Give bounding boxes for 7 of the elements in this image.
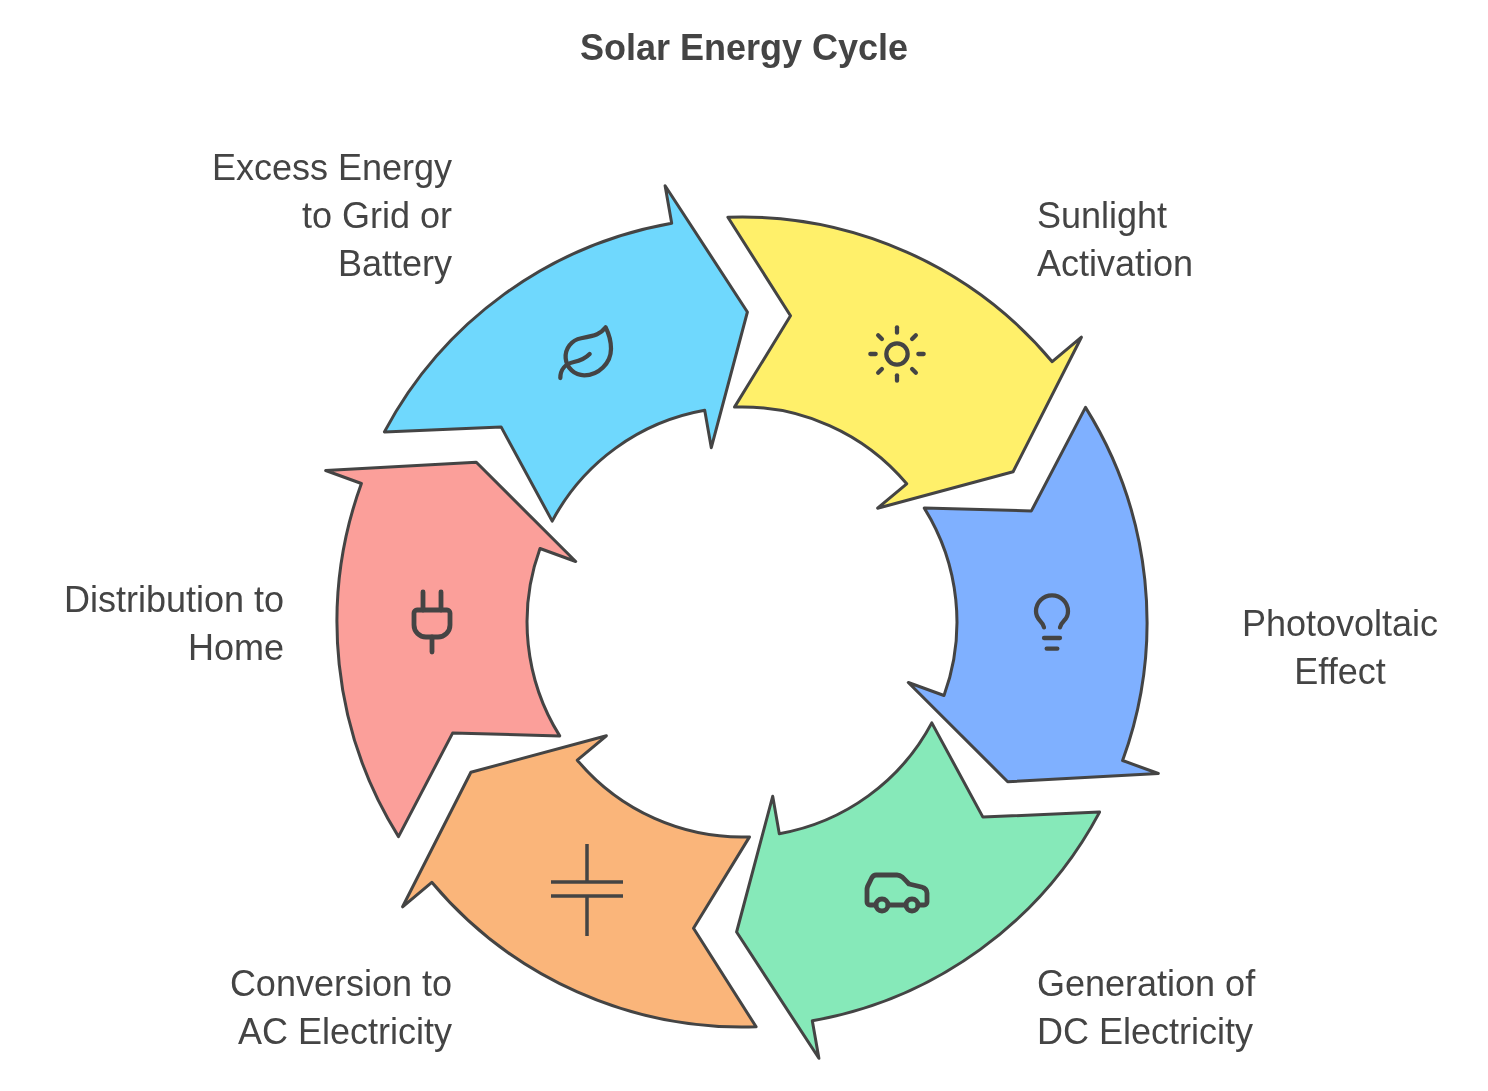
step-label: Sunlight Activation [1037, 194, 1195, 286]
step-label: Excess Energy to Grid or Battery [210, 146, 452, 286]
diagram-title: Solar Energy Cycle [579, 26, 909, 70]
step-label: Generation of DC Electricity [1037, 962, 1257, 1054]
step-label: Conversion to AC Electricity [228, 962, 452, 1054]
step-label: Photovoltaic Effect [1240, 602, 1440, 694]
step-label: Distribution to Home [62, 578, 284, 670]
